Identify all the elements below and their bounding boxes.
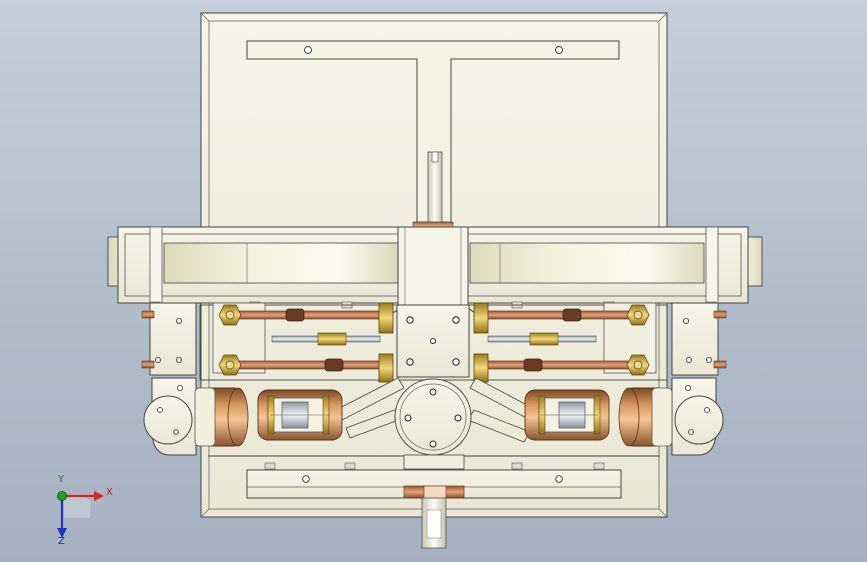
axis-triad-graphic bbox=[57, 491, 104, 538]
t-bracket[interactable] bbox=[246, 40, 620, 231]
left-cylinder[interactable] bbox=[143, 387, 249, 447]
bottom-bar[interactable] bbox=[246, 454, 622, 499]
nut-right-top-outer bbox=[626, 304, 650, 326]
axis-triad: X Y Z bbox=[46, 474, 126, 554]
x-axis-label: X bbox=[106, 487, 113, 498]
output-shaft[interactable] bbox=[421, 497, 447, 549]
nut-left-top-outer bbox=[218, 304, 242, 326]
nut-left-bottom-outer bbox=[218, 354, 242, 376]
y-axis-dot bbox=[57, 491, 67, 501]
side-copper-stubs bbox=[141, 310, 727, 369]
left-piston-cage[interactable] bbox=[257, 389, 343, 441]
nut-right-bottom-outer bbox=[626, 354, 650, 376]
crossbeam[interactable] bbox=[107, 226, 763, 308]
central-valve-block[interactable] bbox=[396, 304, 470, 378]
y-axis-label: Y bbox=[58, 474, 65, 485]
z-axis-label: Z bbox=[58, 536, 65, 547]
right-cylinder[interactable] bbox=[618, 387, 724, 447]
crank-disc[interactable] bbox=[394, 378, 472, 456]
right-piston-cage[interactable] bbox=[524, 389, 610, 441]
hex-nuts bbox=[218, 302, 650, 383]
